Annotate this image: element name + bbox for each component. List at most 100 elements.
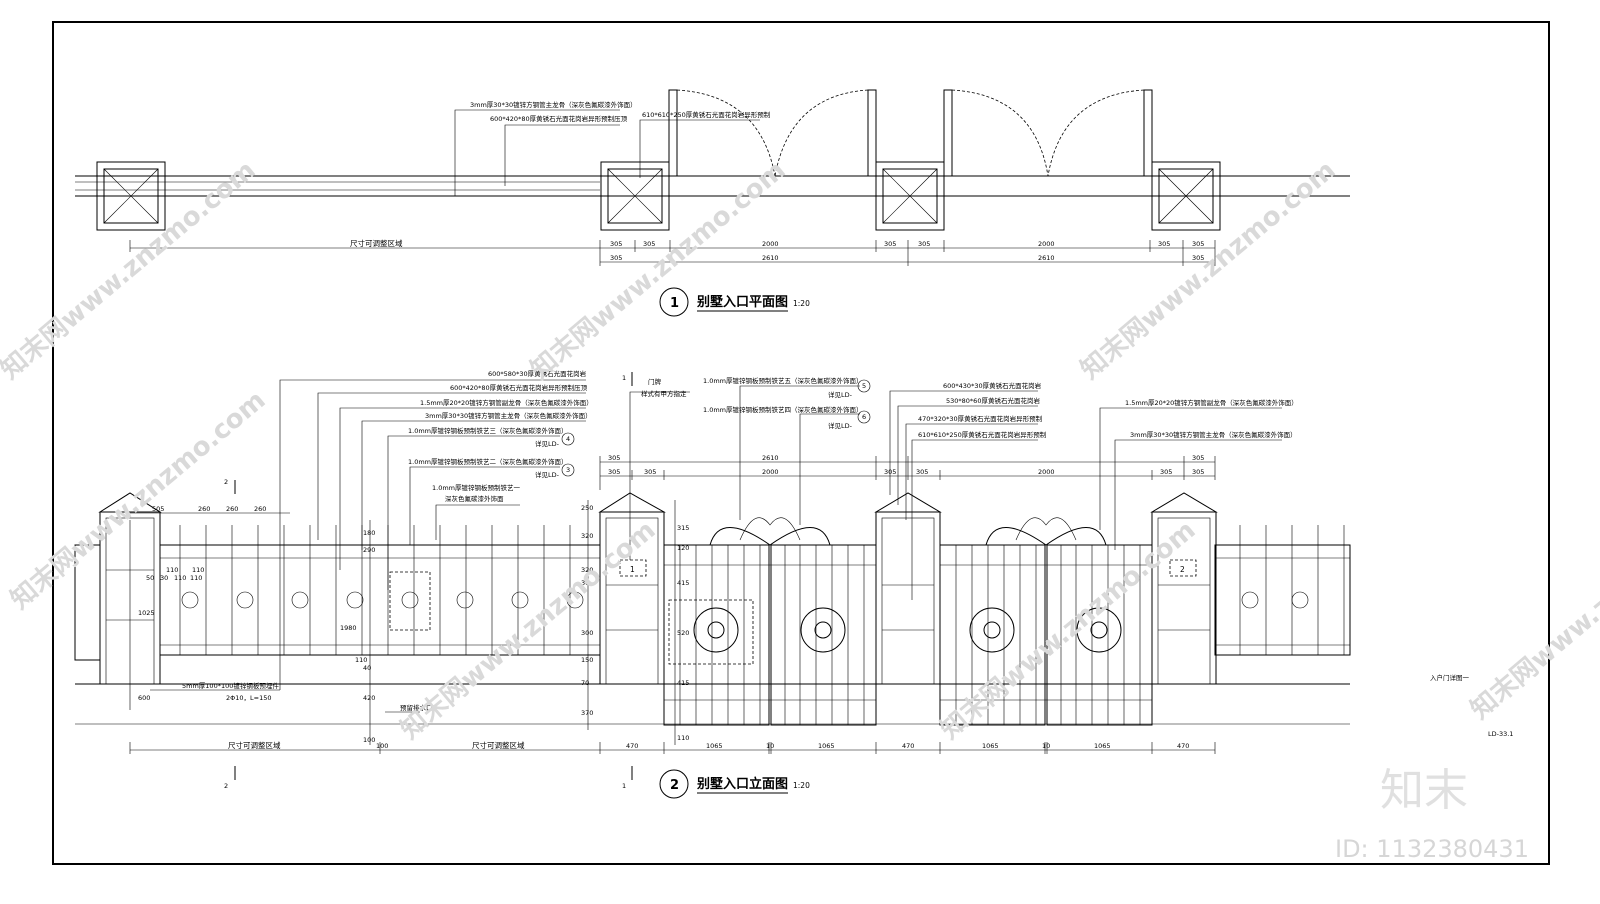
fence-ornaments-left (181, 591, 584, 609)
elev-dim: 370 (581, 709, 593, 717)
section-mark: 2 (224, 478, 228, 486)
elevation-callout: 详见LD- (535, 470, 560, 479)
elevation-gate-2 (939, 517, 1153, 726)
elev-dim: 2000 (762, 468, 779, 476)
plan-callout-2: 600*420*80厚黄锈石光面花岗岩异形预制压顶 (490, 114, 628, 123)
elev-dim: 110 (166, 566, 178, 574)
elevation-callout: 1.5mm厚20*20镀锌方钢管副龙骨（深灰色氟碳漆外饰面） (1125, 398, 1298, 407)
elev-dim: 320 (581, 566, 593, 574)
elevation-callout: 3mm厚30*30镀锌方钢管主龙骨（深灰色氟碳漆外饰面） (1130, 430, 1297, 439)
elev-dim: 110 (192, 566, 204, 574)
plan-dim: 305 (610, 240, 622, 248)
detail-note: 入户门详图一 (1430, 673, 1470, 682)
detail-ref: 3 (566, 466, 570, 474)
elev-dim: 415 (677, 579, 689, 587)
elev-dim: 305 (884, 468, 896, 476)
drain-note: 预留排水口 (400, 703, 433, 712)
watermark: 知末网www.znzmo.com (935, 515, 1201, 745)
elevation-callout: 3mm厚30*30镀锌方钢管主龙骨（深灰色氟碳漆外饰面） (425, 411, 592, 420)
elev-dim: 1065 (706, 742, 723, 750)
plan-pillar-4 (1151, 161, 1221, 231)
detail-ref: 5 (862, 382, 866, 390)
plan-pillar-1 (96, 161, 166, 231)
elev-dim: 250 (581, 504, 593, 512)
elev-dim: 10 (766, 742, 774, 750)
detail-ref: 4 (566, 435, 570, 443)
section-mark: 2 (224, 782, 228, 790)
elevation-callout: 1.0mm厚镀锌钢板预制铁艺二（深灰色氟碳漆外饰面） (408, 457, 568, 466)
elev-dim: 600 (138, 694, 150, 702)
elev-dim: 1065 (818, 742, 835, 750)
elev-dim: 110 (174, 574, 186, 582)
elevation-callout: 详见LD- (828, 390, 853, 399)
plan-gate-leaves (668, 89, 1153, 177)
elev-dim: 305 (608, 454, 620, 462)
fence-bars-left (179, 525, 571, 655)
elev-dim: 30 (160, 574, 168, 582)
elev-dim: 300 (581, 629, 593, 637)
elev-dim: 1980 (340, 624, 357, 632)
watermark: 知末网www.znzmo.com (1465, 495, 1600, 725)
elev-adjustable-left: 尺寸可调整区域 (228, 740, 281, 750)
post-label: 2 (1180, 565, 1185, 574)
elevation-scale: 1:20 (793, 781, 810, 790)
plan-dim: 305 (884, 240, 896, 248)
plan-dim: 305 (643, 240, 655, 248)
plan-dim: 305 (1192, 254, 1204, 262)
elevation-callout: 530*80*60厚黄锈石光面花岗岩 (946, 396, 1040, 405)
plan-callout-3: 610*610*250厚黄锈石光面花岗岩异形预制 (642, 110, 771, 119)
elev-dim: 470 (626, 742, 638, 750)
elevation-view: 600*580*30厚黄锈石光面花岗岩 600*420*80厚黄锈石光面花岗岩异… (74, 369, 1513, 799)
elevation-callout: 600*420*80厚黄锈石光面花岗岩异形预制压顶 (450, 383, 588, 392)
plan-dim: 305 (918, 240, 930, 248)
watermark: 知末网www.znzmo.com (395, 515, 661, 745)
elev-adjustable-right: 尺寸可调整区域 (472, 740, 525, 750)
brand-logo-text: 知末 (1380, 765, 1468, 816)
elev-dim: 150 (581, 656, 593, 664)
plan-dim: 305 (1158, 240, 1170, 248)
elev-dim: 1065 (982, 742, 999, 750)
elev-dim: 305 (1192, 454, 1204, 462)
elev-dim: 30 (581, 579, 589, 587)
plan-title-number: 1 (670, 296, 679, 311)
elev-dim: 260 (254, 505, 266, 513)
elevation-callout: 1.5mm厚20*20镀锌方钢管副龙骨（深灰色氟碳漆外饰面） (420, 398, 593, 407)
elev-dim: 305 (644, 468, 656, 476)
elev-dim: 110 (677, 734, 689, 742)
elevation-callout: 深灰色氟碳漆外饰面 (445, 494, 504, 503)
plan-adjustable: 尺寸可调整区域 (350, 238, 403, 248)
plan-callout-1: 3mm厚30*30镀锌方钢管主龙骨（深灰色氟碳漆外饰面） (470, 100, 637, 109)
drawing-border (52, 21, 1550, 865)
elev-dim: 2610 (762, 454, 779, 462)
elev-dim: 315 (677, 524, 689, 532)
elevation-callout: 样式有甲方指定 (641, 389, 687, 398)
elev-dim: 100 (376, 742, 388, 750)
elev-dim: 420 (363, 694, 375, 702)
elev-dim: 505 (152, 505, 164, 513)
post-label: 1 (630, 565, 635, 574)
watermark: 知末网www.znzmo.com (1075, 155, 1341, 385)
plan-dim: 2000 (1038, 240, 1055, 248)
elev-dim: 470 (1177, 742, 1189, 750)
elevation-right-fence (1214, 525, 1351, 656)
elevation-callout: 门牌 (648, 377, 662, 386)
elev-dim: 260 (198, 505, 210, 513)
plan-pillar-3 (875, 161, 945, 231)
elevation-pillar-2 (598, 492, 666, 685)
id-label: ID: 1132380431 (1335, 835, 1529, 863)
elev-dim: 100 (363, 736, 375, 744)
elevation-callout: 1.0mm厚镀锌钢板预制铁艺五（深灰色氟碳漆外饰面） (703, 376, 863, 385)
elev-dim: 470 (902, 742, 914, 750)
elevation-callout: 1.0mm厚镀锌钢板预制铁艺一 (432, 483, 521, 492)
elev-dim: 290 (363, 546, 375, 554)
plan-title: 别墅入口平面图 (696, 295, 788, 310)
elev-dim: 180 (363, 529, 375, 537)
elevation-title: 别墅入口立面图 (696, 776, 788, 792)
elevation-callout: 1.0mm厚镀锌钢板预制铁艺三（深灰色氟碳漆外饰面） (408, 426, 568, 435)
elev-dim: 305 (916, 468, 928, 476)
plan-dim: 305 (610, 254, 622, 262)
plan-pillar-2 (600, 161, 670, 231)
elev-dim: 305 (1192, 468, 1204, 476)
plan-dim: 2610 (1038, 254, 1055, 262)
